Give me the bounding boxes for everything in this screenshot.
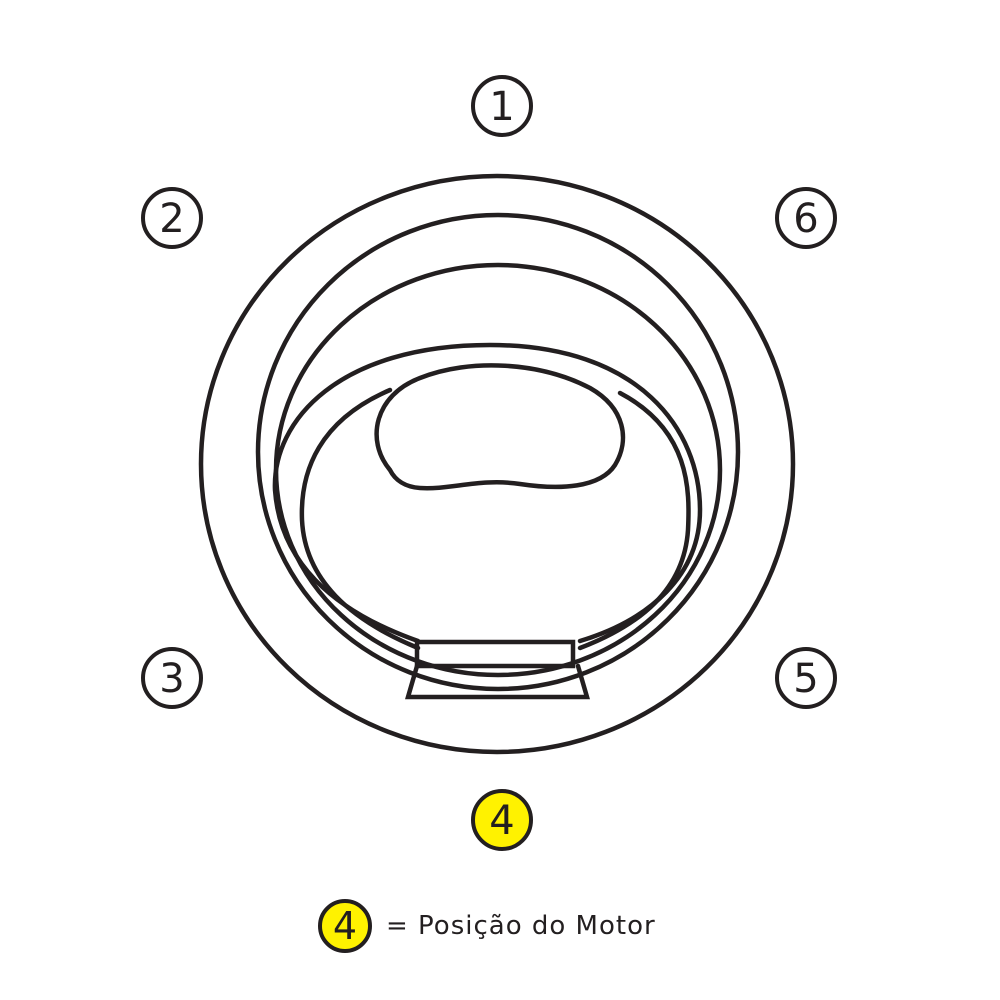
basin-inner-line-left [299, 387, 421, 651]
position-4-badge-motor: 4 [471, 789, 533, 851]
legend: 4 = Posição do Motor [318, 895, 656, 957]
seat-edge [273, 262, 723, 678]
position-6-badge: 6 [775, 187, 837, 249]
basin-inner-line-right [577, 390, 691, 651]
svg-text:5: 5 [793, 656, 818, 702]
position-2-badge: 2 [141, 187, 203, 249]
svg-text:2: 2 [159, 196, 184, 242]
position-1-badge: 1 [471, 75, 533, 137]
step-bottom [405, 663, 590, 700]
outer-rim [198, 173, 796, 755]
position-3-badge: 3 [141, 647, 203, 709]
legend-text: = Posição do Motor [386, 911, 656, 941]
svg-text:1: 1 [489, 84, 514, 130]
basin-outer-line [272, 342, 703, 644]
step-top [414, 639, 576, 669]
svg-text:6: 6 [793, 196, 818, 242]
lounger-seat [374, 363, 626, 491]
svg-text:4: 4 [489, 798, 514, 844]
inner-rim [255, 212, 741, 692]
svg-text:3: 3 [159, 656, 184, 702]
position-5-badge: 5 [775, 647, 837, 709]
legend-motor-badge: 4 [318, 899, 372, 953]
